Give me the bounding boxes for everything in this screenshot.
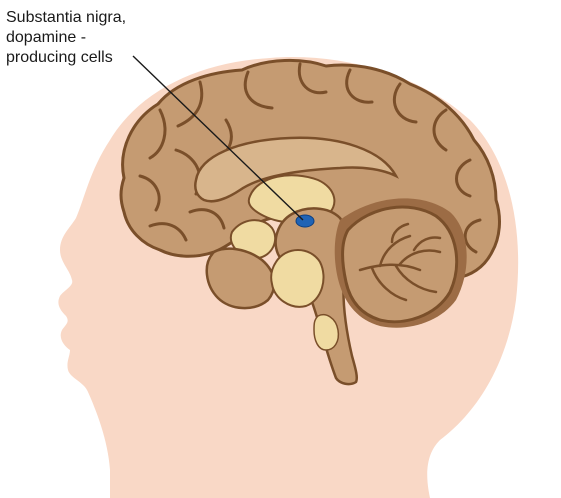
leader-line (132, 55, 304, 221)
annotation-line-1: Substantia nigra, (6, 9, 127, 26)
arbor-vitae (358, 222, 442, 302)
gyri-lines (138, 62, 482, 254)
annotation-line-3: producing cells (6, 49, 113, 66)
temporal-lobe (205, 247, 276, 310)
pons (270, 249, 325, 308)
annotation-line-2: dopamine - (6, 29, 87, 46)
medulla (313, 314, 340, 351)
annotation-label: Substantia nigra, dopamine - producing c… (6, 8, 176, 68)
corpus-callosum (194, 136, 399, 203)
